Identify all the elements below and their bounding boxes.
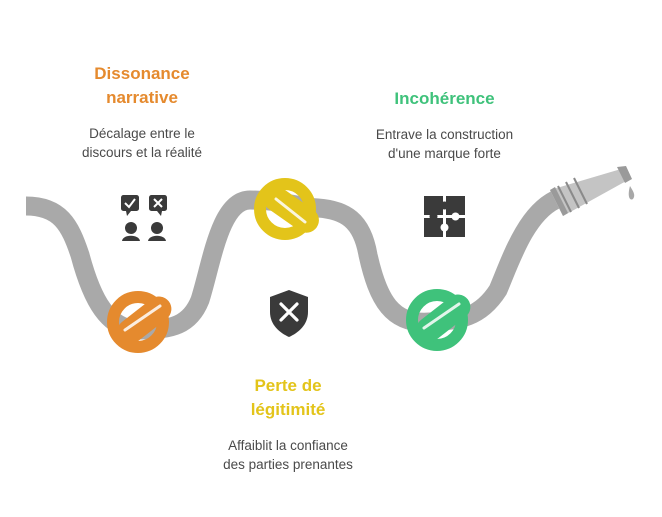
knot-yellow [254, 178, 319, 240]
water-drop-icon [628, 186, 635, 200]
item-title: Dissonance narrative [94, 64, 190, 107]
item-perte-legitimite: Perte de légitimité Affaiblit la confian… [200, 374, 376, 474]
knot-green [406, 289, 471, 351]
knot-orange [107, 291, 172, 353]
item-description: Affaiblit la confiance des parties prena… [223, 438, 353, 472]
item-description: Décalage entre le discours et la réalité [81, 126, 203, 160]
item-dissonance: Dissonance narrative Décalage entre le d… [58, 62, 226, 162]
item-title: Incohérence [394, 89, 495, 108]
puzzle-icon [424, 196, 465, 237]
item-incoherence: Incohérence Entrave la construction d'un… [352, 87, 537, 163]
shield-x-icon [270, 290, 308, 337]
item-description: Entrave la construction d'une marque for… [375, 127, 514, 161]
nozzle [550, 166, 635, 216]
item-title: Perte de légitimité [250, 376, 326, 419]
speech-bubbles-people-icon [121, 195, 167, 241]
